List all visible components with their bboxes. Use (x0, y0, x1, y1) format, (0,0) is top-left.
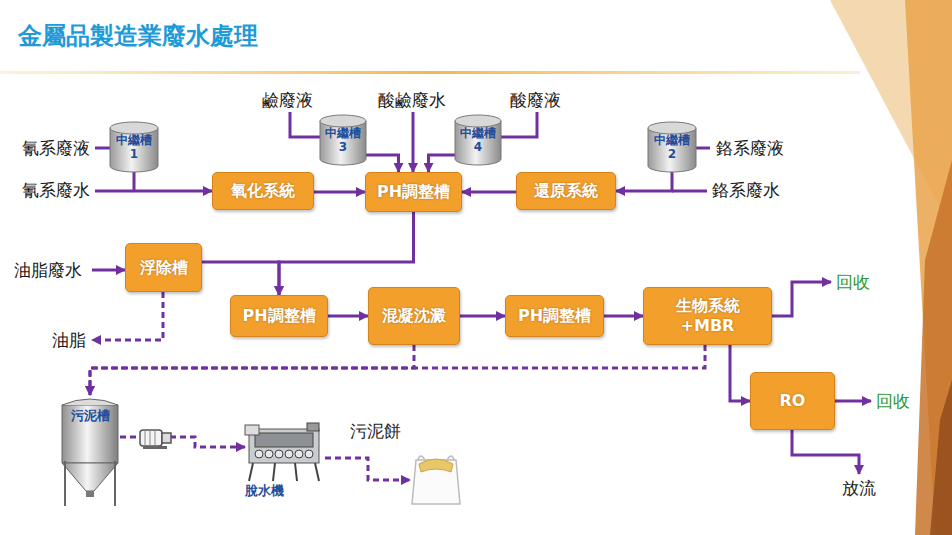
flow-label: 放流 (842, 478, 876, 498)
flow-arrow (90, 345, 705, 395)
process-box: 還原系統 (516, 172, 616, 210)
tank-body (648, 128, 696, 172)
box-label: 浮除槽 (134, 258, 194, 278)
flow-arrow (120, 437, 245, 447)
flow-arrow (90, 345, 414, 395)
tank-top (110, 122, 158, 134)
tank-top (320, 115, 366, 127)
bag-label: 污泥餅 (350, 420, 401, 443)
box-label: RO (774, 391, 812, 411)
flow-label: 氰系廢液 (22, 138, 90, 158)
flow-arrow (616, 172, 672, 191)
process-box: PH調整槽 (365, 172, 462, 212)
grease-line (92, 292, 163, 340)
flow-arrow (134, 172, 212, 191)
process-box: RO (750, 372, 835, 430)
flow-arrow (462, 191, 516, 194)
relay-tank: 中繼槽 2 (648, 122, 696, 172)
feed-line (499, 112, 537, 137)
title-underline (0, 71, 860, 74)
tank-top (455, 115, 501, 127)
tank-label: 中繼槽 2 (649, 133, 695, 162)
recycle-line (835, 400, 871, 403)
box-label: PH調整槽 (371, 182, 456, 202)
flow-arrow (328, 315, 368, 318)
recycle-line (772, 282, 831, 316)
corner-shape (905, 0, 952, 535)
flow-label: 鹼廢液 (262, 90, 313, 110)
box-label: PH調整槽 (236, 306, 321, 326)
flow-label: 酸廢液 (510, 90, 561, 110)
box-label: 混凝沈澱 (376, 306, 452, 326)
process-box: 混凝沈澱 (368, 287, 460, 345)
flow-label: 回收 (836, 272, 870, 292)
flow-label: 油脂 (52, 330, 86, 350)
box-label: PH調整槽 (512, 306, 597, 326)
flow-label: 回收 (876, 391, 910, 411)
press-figure (245, 423, 319, 481)
flow-label: 鉻系廢水 (712, 180, 780, 200)
flow-label: 油脂廢水 (14, 260, 82, 280)
relay-tank: 中繼槽 1 (110, 122, 158, 172)
process-box: PH調整槽 (505, 295, 604, 337)
bag-figure (412, 456, 460, 504)
feed-line (95, 190, 133, 193)
tank-body (110, 128, 158, 172)
flow-arrow (314, 191, 365, 194)
corner-shape (930, 380, 952, 535)
tank-body (455, 121, 501, 165)
tank-label: 中繼槽 1 (111, 133, 157, 162)
flow-arrow (202, 262, 279, 295)
feed-line (92, 269, 125, 272)
process-box: PH調整槽 (230, 295, 328, 337)
silo-figure (62, 399, 118, 506)
flow-arrow (604, 315, 643, 318)
page-title: 金屬品製造業廢水處理 (18, 20, 258, 52)
tank-body (320, 121, 366, 165)
flow-arrow (429, 155, 456, 172)
flow-arrow (325, 458, 410, 480)
feed-line (672, 190, 707, 193)
flow-label: 氰系廢水 (22, 180, 90, 200)
box-label: 氧化系統 (225, 181, 301, 201)
tank-top (648, 122, 696, 134)
box-label: 還原系統 (528, 181, 604, 201)
process-box: 氧化系統 (212, 172, 314, 210)
flow-arrow (730, 345, 750, 401)
relay-tank: 中繼槽 3 (320, 115, 366, 165)
bag-outline (410, 452, 462, 506)
sludge-cake-bag: 污泥餅 (410, 452, 462, 506)
tank-label: 中繼槽 4 (455, 126, 501, 155)
silo-label: 污泥槽 (71, 407, 110, 425)
press-outline (245, 423, 325, 481)
flow-arrow (279, 212, 414, 295)
relay-tank: 中繼槽 4 (455, 115, 501, 165)
feed-line (412, 112, 415, 172)
sludge-tank: 污泥槽 (60, 395, 120, 507)
discharge-line (792, 430, 859, 474)
dewatering-machine: 脫水機 (245, 423, 325, 481)
corner-shape (915, 160, 952, 535)
tank-label: 中繼槽 3 (320, 126, 366, 155)
flow-arrow (460, 315, 505, 318)
pump-icon (140, 430, 171, 449)
flow-arrow (366, 155, 399, 172)
flow-label: 鉻系廢液 (716, 138, 784, 158)
feed-line (290, 112, 322, 137)
process-box: 生物系統 +MBR (643, 287, 772, 345)
box-label: 生物系統 +MBR (654, 296, 762, 336)
process-box: 浮除槽 (125, 243, 202, 292)
feed-line (95, 147, 112, 150)
flow-label: 酸鹼廢水 (378, 90, 446, 110)
press-label: 脫水機 (245, 482, 284, 500)
inflow-lines (92, 112, 871, 474)
